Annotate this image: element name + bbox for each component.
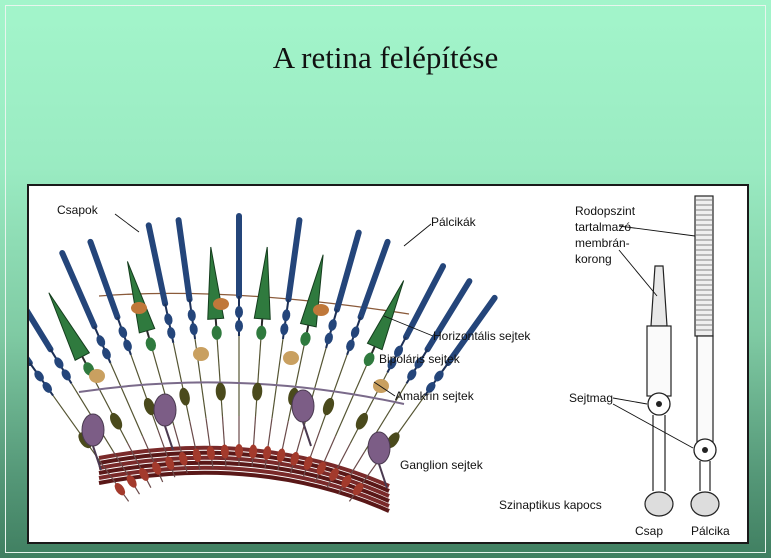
bipolar-dendrite — [256, 337, 262, 417]
rod-bead — [163, 313, 173, 326]
single-cone-outer-segment — [651, 266, 667, 326]
label-szinaptikus-kapocs: Szinaptikus kapocs — [499, 498, 602, 512]
single-cone-nucleolus — [656, 401, 662, 407]
rod-outer-segment — [90, 242, 117, 317]
cone-outer-segment — [127, 261, 154, 332]
amacrine-cell — [283, 351, 299, 365]
ganglion-axon — [303, 422, 311, 446]
single-cone-inner-segment — [647, 326, 671, 396]
rod-bead — [60, 368, 73, 382]
leader-line — [115, 214, 139, 232]
bipolar-cell — [108, 411, 125, 432]
horizontal-cell — [313, 304, 329, 316]
label-ganglion-sejtek: Ganglion sejtek — [400, 458, 483, 472]
rod-outer-segment — [361, 242, 388, 317]
bipolar-dendrite — [217, 337, 223, 417]
single-rod-axon — [700, 461, 710, 491]
cone-nucleus — [211, 325, 222, 340]
rod-bead — [281, 309, 291, 322]
retina-figure: Csapok Pálcikák Horizontális sejtek Bipo… — [27, 184, 749, 544]
rod-bead — [166, 326, 176, 339]
single-cone-axon — [653, 415, 665, 491]
bipolar-cell — [178, 387, 191, 407]
rod-bead — [235, 320, 243, 332]
rod-bead — [100, 347, 112, 361]
rod-outer-segment — [62, 253, 94, 326]
small-cell — [235, 444, 243, 458]
leader-line — [404, 224, 431, 246]
axon — [206, 418, 213, 468]
rod-bead — [52, 356, 65, 370]
label-sejtmag: Sejtmag — [569, 391, 613, 405]
rod-outer-segment — [149, 225, 165, 303]
rod-bead — [280, 323, 290, 336]
label-horizontalis-sejtek: Horizontális sejtek — [433, 329, 530, 343]
ganglion-axon — [165, 426, 173, 450]
rod-bead — [323, 332, 334, 346]
amacrine-process — [79, 382, 404, 404]
label-rodopszint-membran-korong: Rodopszint tartalmazó membrán- korong — [575, 203, 635, 267]
rod-bead — [349, 325, 361, 339]
label-amakrin-sejtek: Amakrin sejtek — [395, 389, 474, 403]
rod-bead — [327, 318, 338, 332]
cone-nucleus — [256, 325, 267, 340]
ganglion-cell — [154, 394, 176, 426]
single-rod-synapse — [691, 492, 719, 516]
rod-outer-segment — [179, 220, 190, 299]
horizontal-cell — [131, 302, 147, 314]
rod-bead — [405, 368, 418, 382]
ganglion-cell — [82, 414, 104, 446]
single-rod-nucleolus — [702, 447, 708, 453]
rod-bead — [122, 338, 134, 352]
ganglion-cell — [292, 390, 314, 422]
cone-nucleus — [362, 351, 377, 368]
single-rod-inner-segment — [697, 336, 713, 446]
slide-title: A retina felépítése — [0, 40, 771, 76]
amacrine-cell — [89, 369, 105, 383]
single-cone-synapse — [645, 492, 673, 516]
label-csapok: Csapok — [57, 203, 98, 217]
cone-outer-segment — [254, 247, 270, 319]
small-cell — [192, 448, 203, 463]
small-cell — [113, 481, 128, 497]
bipolar-dendrite — [272, 339, 283, 418]
rod-bead — [345, 338, 357, 352]
label-bipolaris-sejtek: Bipoláris sejtek — [379, 352, 460, 366]
rod-outer-segment — [406, 266, 443, 337]
label-csap: Csap — [635, 524, 663, 538]
rod-bead — [235, 306, 243, 318]
rod-outer-segment — [29, 281, 50, 349]
rod-bead — [187, 309, 197, 322]
rod-outer-segment — [337, 233, 359, 310]
rod-outer-segment — [288, 220, 299, 299]
cone-outer-segment — [301, 255, 324, 327]
horizontal-cell — [213, 298, 229, 310]
rod-bead — [189, 323, 199, 336]
cone-nucleus — [299, 331, 312, 347]
bipolar-cell — [215, 382, 226, 401]
rod-outer-segment — [29, 298, 30, 363]
rod-bead — [117, 325, 129, 339]
bipolar-cell — [252, 382, 263, 401]
rod-bead — [95, 334, 107, 348]
bipolar-cell — [353, 411, 370, 432]
amacrine-cell — [193, 347, 209, 361]
leader-line — [613, 398, 647, 404]
label-palcikak: Pálcikák — [431, 215, 476, 229]
label-palcika: Pálcika — [691, 524, 730, 538]
single-photoreceptor-diagram — [645, 196, 719, 516]
bipolar-cell — [321, 396, 336, 416]
cone-nucleus — [144, 336, 157, 352]
ganglion-cell — [368, 432, 390, 464]
